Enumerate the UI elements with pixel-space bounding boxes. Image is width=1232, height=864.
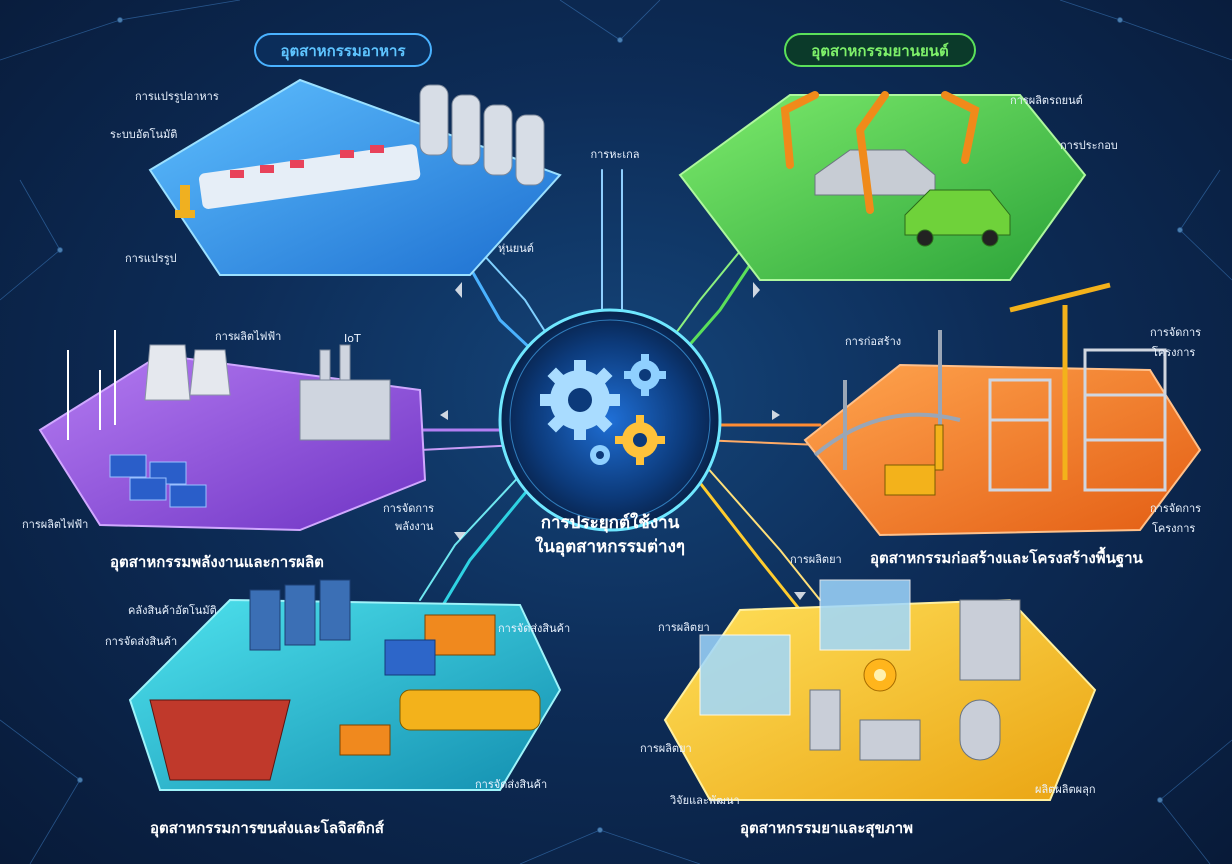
energy-label-iot: IoT [344, 332, 361, 345]
construction-label-management: การจัดการ [1150, 326, 1201, 339]
food-title-pill: อุตสาหกรรมอาหาร [254, 33, 432, 67]
crane-icon [1009, 282, 1111, 480]
pharma-label-rnd: วิจัยและพัฒนา [669, 794, 740, 807]
auto-label-manufacturing: การผลิตรถยนต์ [1010, 94, 1083, 107]
hub-gear-tiny-icon [590, 445, 610, 465]
food-items [230, 145, 384, 178]
center-title-line1: การประยุกต์ใช้งาน [541, 512, 680, 533]
solar-panel-icon [109, 454, 207, 508]
logistics-label-delivery-3: การจัดส่งสินค้า [475, 778, 547, 791]
hub-gear-large-icon [540, 360, 620, 440]
food-label-processing-2: การแปรรูป [125, 252, 177, 265]
train-icon [399, 689, 541, 731]
food-label-robot: หุ่นยนต์ [498, 242, 534, 255]
pharma-label-products: ผลิตผลิตผลุก [1035, 783, 1096, 796]
factory-icon [299, 344, 391, 441]
food-title: อุตสาหกรรมอาหาร [280, 42, 406, 61]
connector-logistics [438, 473, 542, 612]
construction-label-project-2: โครงการ [1152, 521, 1195, 535]
excavator-icon [884, 424, 944, 496]
connector-pharma [688, 468, 802, 612]
logistics-label-delivery-2: การจัดส่งสินค้า [498, 622, 570, 635]
flow-arrows [440, 282, 806, 600]
connector-logistics-2 [419, 469, 526, 601]
construction-label-building: การก่อสร้าง [845, 335, 901, 348]
central-hub [498, 308, 722, 532]
construction-platform [803, 363, 1202, 537]
clean-room-icon [699, 579, 911, 716]
energy-label-power-2: การผลิตไฟฟ้า [22, 518, 88, 531]
warehouse-shelf-icon [249, 579, 351, 651]
energy-label-energy: พลังงาน [395, 520, 434, 533]
construction-label-management-2: การจัดการ [1150, 502, 1201, 515]
section-energy: การผลิตไฟฟ้า IoT การผลิตไฟฟ้า การจัดการ … [22, 330, 434, 572]
auto-title: อุตสาหกรรมยานยนต์ [811, 42, 949, 61]
logistics-label-warehouse: คลังสินค้าอัตโนมัติ [128, 603, 217, 617]
pharma-title: อุตสาหกรรมยาและสุขภาพ [740, 819, 913, 838]
food-conveyor [198, 144, 421, 209]
food-label-processing: การแปรรูปอาหาร [135, 90, 219, 103]
energy-label-power: การผลิตไฟฟ้า [215, 330, 281, 343]
connector-construction-2 [699, 439, 821, 446]
food-label-automation: ระบบอัตโนมัติ [110, 127, 177, 141]
auto-label-assembly: การประกอบ [1060, 139, 1118, 152]
pharma-label-production-2: การผลิตยา [658, 621, 710, 634]
energy-title: อุตสาหกรรมพลังงานและการผลิต [110, 553, 324, 572]
construction-label-project: โครงการ [1152, 345, 1195, 359]
center-title-line2: ในอุตสาหกรรมต่างๆ [535, 536, 685, 557]
section-food: อุตสาหกรรมอาหาร การแปรรูปอาหาร ระบบอัตโน… [110, 33, 562, 276]
energy-label-management: การจัดการ [383, 502, 434, 515]
building-frame-icon [988, 348, 1167, 492]
auto-title-pill: อุตสาหกรรมยานยนต์ [784, 33, 976, 67]
machine-icon [809, 599, 1021, 761]
pharma-gear-icon [863, 658, 897, 692]
green-car-icon [904, 189, 1011, 247]
logistics-label-delivery: การจัดส่งสินค้า [105, 635, 177, 648]
pharma-label-production: การผลิตยา [790, 553, 842, 566]
section-pharma: การผลิตยา การผลิตยา การผลิตยา วิจัยและพั… [640, 553, 1097, 838]
section-construction: การก่อสร้าง การจัดการ โครงการ การจัดการ … [803, 282, 1202, 568]
hub-gear-gold-icon [615, 415, 665, 465]
robot-arm-icon [780, 91, 980, 214]
cooling-tower-icon [144, 344, 231, 401]
center-top-label: การหะเกล [590, 148, 639, 161]
blue-container-icon [384, 639, 436, 676]
pharma-label-production-3: การผลิตยา [640, 742, 692, 755]
car-body-icon [814, 149, 936, 196]
logistics-title: อุตสาหกรรมการขนส่งและโลจิสติกส์ [150, 818, 385, 838]
section-logistics: คลังสินค้าอัตโนมัติ การจัดส่งสินค้า การจ… [105, 579, 570, 838]
robot-arm-icon [175, 185, 195, 218]
section-auto: อุตสาหกรรมยานยนต์ การผลิตรถยนต์ การประกอ… [678, 33, 1118, 281]
container-truck-icon [339, 614, 496, 756]
wind-turbine-icon [67, 330, 116, 440]
hub-gear-small-icon [624, 354, 666, 396]
cargo-ship-icon [149, 699, 291, 781]
hub-circle [498, 308, 722, 532]
construction-title: อุตสาหกรรมก่อสร้างและโครงสร้างพื้นฐาน [870, 546, 1144, 568]
food-silos [419, 84, 545, 186]
connector-pharma-2 [704, 464, 821, 601]
